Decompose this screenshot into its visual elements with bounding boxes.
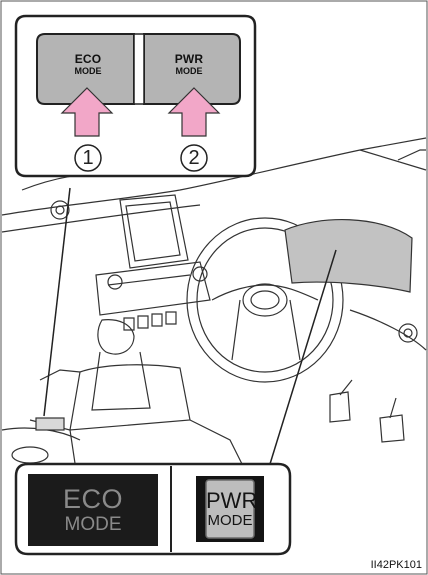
dashboard-lines (2, 138, 426, 470)
eco-indicator-line2: MODE (28, 515, 158, 534)
pwr-switch-label: PWR MODE (150, 53, 228, 76)
switch-divider (134, 34, 144, 104)
eco-mode-indicator-text: ECO MODE (28, 486, 158, 534)
step-number-2: 2 (180, 144, 208, 172)
eco-switch-label-line1: ECO (49, 53, 127, 65)
figure-code: II42PK101 (371, 559, 422, 571)
pwr-indicator-line2: MODE (206, 513, 254, 528)
pwr-switch-label-line1: PWR (150, 53, 228, 65)
step-number-1: 1 (74, 144, 102, 172)
pwr-indicator-line1: PWR (206, 490, 254, 512)
pwr-mode-indicator-text: PWR MODE (206, 490, 254, 528)
eco-indicator-line1: ECO (28, 486, 158, 513)
pwr-switch-label-line2: MODE (150, 67, 228, 76)
eco-switch-label-line2: MODE (49, 67, 127, 76)
eco-switch-label: ECO MODE (49, 53, 127, 76)
eco-switch-leader (44, 188, 70, 416)
